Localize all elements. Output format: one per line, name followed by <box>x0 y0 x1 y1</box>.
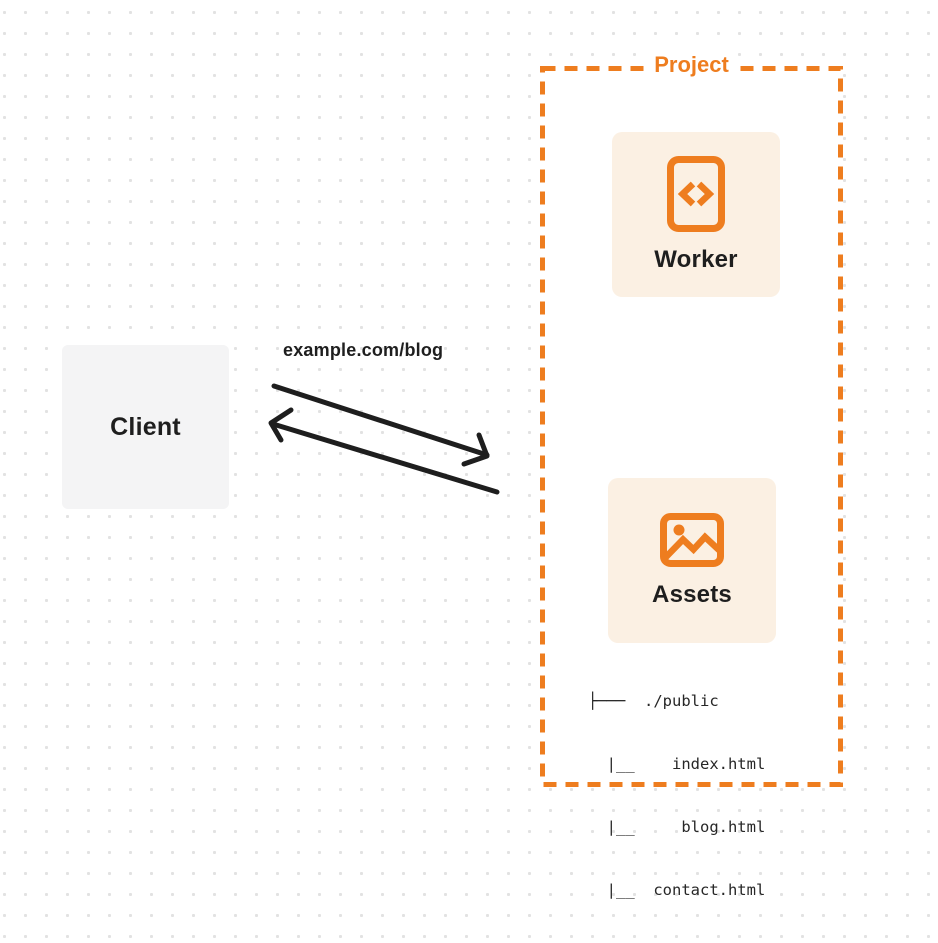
worker-label: Worker <box>654 245 738 273</box>
file-tree-line-index: |__ index.html <box>588 755 766 773</box>
assets-label: Assets <box>652 580 732 608</box>
code-file-icon <box>667 155 725 232</box>
diagram-canvas: { "diagram": { "client": { "label": "Cli… <box>0 0 938 899</box>
client-node: Client <box>62 345 229 509</box>
image-icon <box>660 512 724 567</box>
worker-node: Worker <box>612 132 780 297</box>
assets-node: Assets <box>608 478 776 643</box>
response-arrow <box>268 407 500 495</box>
file-tree-line-blog: |__ blog.html <box>588 818 766 836</box>
project-container: Project Worker Assets ├─── ./public |__ … <box>540 51 843 899</box>
request-url-label: example.com/blog <box>283 340 444 360</box>
file-tree-line-public: ├─── ./public <box>588 692 719 710</box>
request-response-arrows <box>268 383 500 495</box>
project-title: Project <box>650 51 733 78</box>
assets-file-tree: ├─── ./public |__ index.html |__ blog.ht… <box>588 649 765 943</box>
client-label: Client <box>110 412 181 441</box>
request-arrow <box>271 383 490 467</box>
file-tree-line-contact: |__ contact.html <box>588 881 766 899</box>
